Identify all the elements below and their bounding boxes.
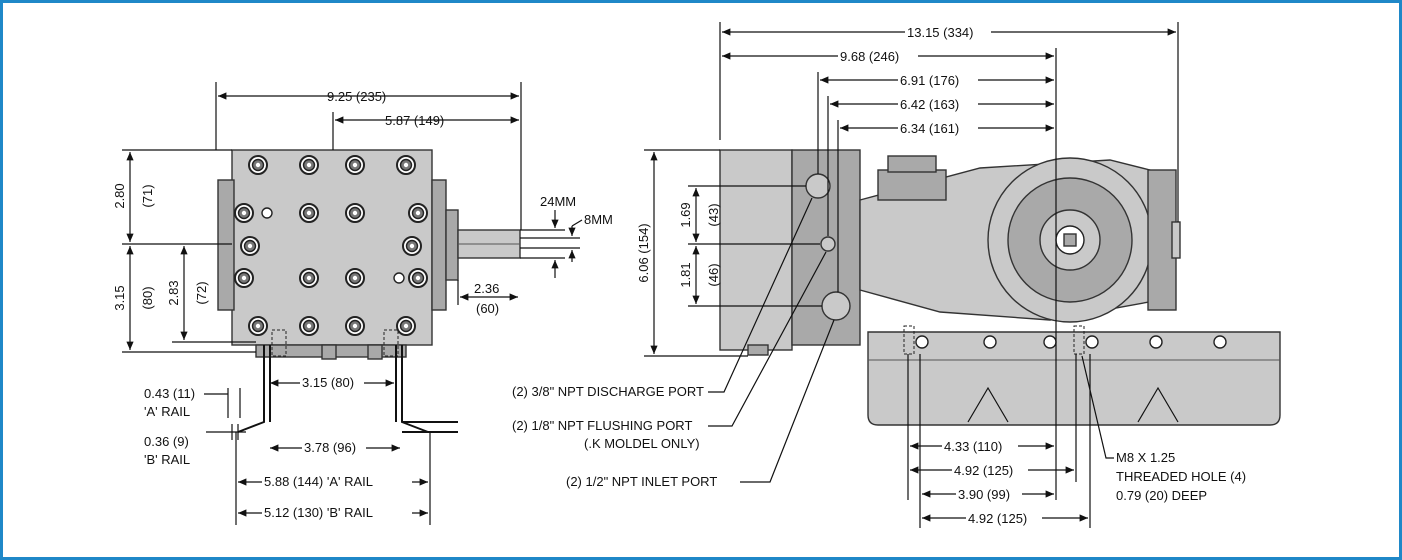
dim-overall-width: 9.25 (235) bbox=[327, 89, 386, 104]
dim-shaft-offset: 5.87 (149) bbox=[385, 113, 444, 128]
label-flushing-note: (.K MOLDEL ONLY) bbox=[584, 436, 700, 451]
dim-top-center: 2.80 bbox=[112, 183, 127, 208]
inlet-port bbox=[821, 291, 851, 321]
front-view: 9.25 (235) 5.87 (149) 2.80 (71) 3.15 (80… bbox=[112, 82, 613, 525]
dim-port-down: 1.81 bbox=[678, 262, 693, 287]
dim-d1: 9.68 (246) bbox=[840, 49, 899, 64]
base-rail bbox=[867, 331, 1281, 426]
dim-d2: 6.91 (176) bbox=[900, 73, 959, 88]
label-thread-1: M8 X 1.25 bbox=[1116, 450, 1175, 465]
label-inlet-port: (2) 1/2" NPT INLET PORT bbox=[566, 474, 717, 489]
side-view: 13.15 (334) 9.68 (246) 6.91 (176) 6.42 (… bbox=[512, 22, 1281, 528]
dim-d4: 6.34 (161) bbox=[900, 121, 959, 136]
dim-shaft-len-mm: (60) bbox=[476, 301, 499, 316]
label-thread-2: THREADED HOLE (4) bbox=[1116, 469, 1246, 484]
dim-b1: 4.33 (110) bbox=[944, 439, 1002, 454]
manifold bbox=[719, 149, 793, 351]
dim-shaft-len: 2.36 bbox=[474, 281, 499, 296]
dim-center-foot-mm: (72) bbox=[194, 281, 209, 304]
dim-b3: 3.90 (99) bbox=[958, 487, 1010, 502]
dim-port-up-mm: (43) bbox=[706, 203, 721, 226]
dim-key-8: 8MM bbox=[584, 212, 613, 227]
dim-overall-length: 13.15 (334) bbox=[907, 25, 974, 40]
label-thread-3: 0.79 (20) DEEP bbox=[1116, 488, 1207, 503]
label-flushing-port: (2) 1/8" NPT FLUSHING PORT bbox=[512, 418, 692, 433]
dim-height: 6.06 (154) bbox=[636, 223, 651, 282]
dim-top-center-mm: (71) bbox=[140, 184, 155, 207]
dim-rail-base: 3.78 (96) bbox=[304, 440, 356, 455]
dim-b4: 4.92 (125) bbox=[968, 511, 1027, 526]
dim-rail-b-width: 5.12 (130) 'B' RAIL bbox=[264, 505, 373, 520]
dim-rail-b-label: 'B' RAIL bbox=[144, 452, 190, 467]
dim-center-base-mm: (80) bbox=[140, 286, 155, 309]
discharge-port bbox=[805, 173, 831, 199]
pump-head bbox=[231, 149, 433, 346]
dim-rail-a-label: 'A' RAIL bbox=[144, 404, 190, 419]
dim-port-down-mm: (46) bbox=[706, 263, 721, 286]
dim-d3: 6.42 (163) bbox=[900, 97, 959, 112]
dim-center-base: 3.15 bbox=[112, 285, 127, 310]
dim-b2: 4.92 (125) bbox=[954, 463, 1013, 478]
dim-center-foot: 2.83 bbox=[166, 280, 181, 305]
dim-port-up: 1.69 bbox=[678, 202, 693, 227]
dim-key-24: 24MM bbox=[540, 194, 576, 209]
dim-rail-a-width: 5.88 (144) 'A' RAIL bbox=[264, 474, 373, 489]
dim-rail-a: 0.43 (11) bbox=[144, 386, 195, 401]
label-discharge-port: (2) 3/8" NPT DISCHARGE PORT bbox=[512, 384, 704, 399]
dim-rail-inner: 3.15 (80) bbox=[302, 375, 354, 390]
dim-rail-b: 0.36 (9) bbox=[144, 434, 189, 449]
